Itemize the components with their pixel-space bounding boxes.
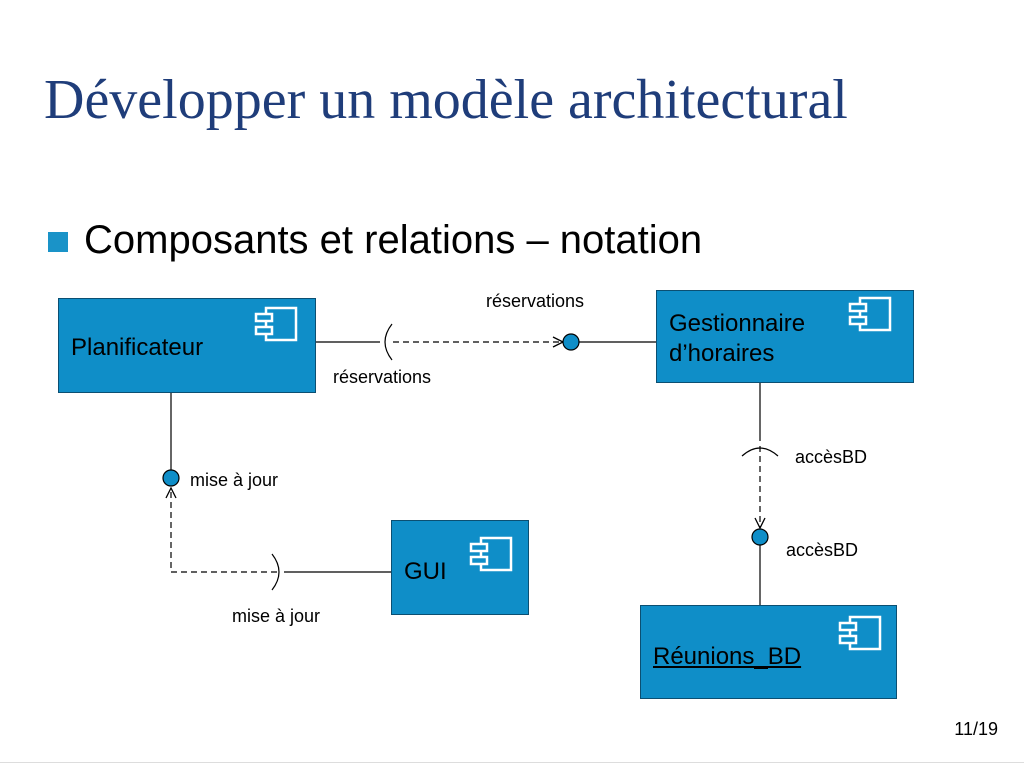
bullet-square bbox=[48, 232, 68, 252]
required-interface-socket bbox=[271, 553, 280, 591]
component-icon bbox=[254, 306, 298, 342]
provided-interface-lollipop bbox=[162, 469, 180, 487]
component-label: Gestionnaire d’horaires bbox=[669, 310, 806, 367]
interface-label-miseajour-provided: mise à jour bbox=[190, 470, 279, 490]
page-number: 11/19 bbox=[954, 719, 998, 739]
interface-label-reservations-required: réservations bbox=[333, 367, 432, 387]
component-icon bbox=[848, 296, 892, 332]
footer-divider bbox=[0, 762, 1024, 763]
component-gui[interactable]: GUI bbox=[391, 520, 529, 615]
component-label: Réunions_BD bbox=[653, 643, 802, 670]
interface-label-accesbd-provided: accèsBD bbox=[786, 540, 859, 560]
component-planificateur[interactable]: Planificateur bbox=[58, 298, 316, 393]
interface-label-reservations-provided: réservations bbox=[486, 291, 585, 311]
component-icon bbox=[838, 615, 882, 651]
dependency-arrow bbox=[171, 488, 277, 573]
required-interface-socket bbox=[384, 323, 393, 361]
provided-interface-lollipop bbox=[562, 333, 580, 351]
component-gestionnaire-horaires[interactable]: Gestionnaire d’horaires bbox=[656, 290, 914, 383]
component-reunions-bd[interactable]: Réunions_BD bbox=[640, 605, 897, 699]
provided-interface-lollipop bbox=[751, 528, 769, 546]
bullet-text: Composants et relations – notation bbox=[84, 218, 703, 262]
slide-title: Développer un modèle architectural bbox=[44, 69, 848, 131]
component-icon bbox=[469, 536, 513, 572]
interface-label-accesbd-required: accèsBD bbox=[795, 447, 868, 467]
component-label: GUI bbox=[404, 558, 447, 585]
interface-label-miseajour-required: mise à jour bbox=[232, 606, 321, 626]
component-label: Planificateur bbox=[71, 334, 204, 361]
